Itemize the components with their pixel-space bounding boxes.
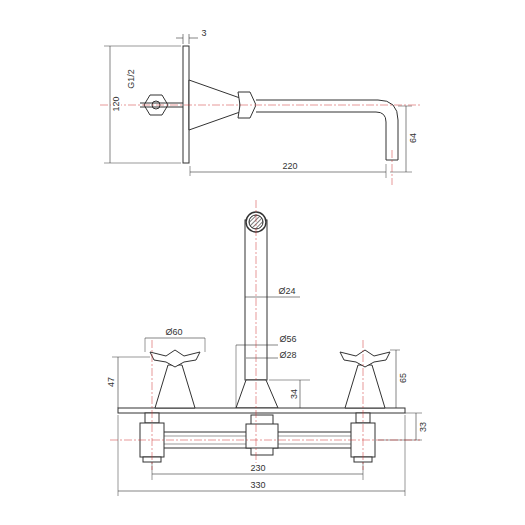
dimension-label: Ø60	[164, 327, 183, 337]
dimension-label: 330	[249, 480, 266, 490]
dimension-label: 3	[200, 28, 207, 38]
dimension-label: 34	[289, 388, 299, 400]
dimension-label: 220	[281, 161, 298, 171]
dimension-label: G1/2	[126, 68, 136, 90]
dimension-label: 64	[408, 132, 418, 144]
dimension-label: Ø56	[278, 334, 297, 344]
dimension-label: Ø24	[277, 286, 296, 296]
dimension-label: 230	[249, 463, 266, 473]
dimension-label: 33	[418, 421, 428, 433]
dimension-label: 47	[106, 376, 116, 388]
dimension-label: Ø28	[278, 350, 297, 360]
dimension-label: 120	[111, 95, 121, 112]
dimension-label: 65	[398, 372, 408, 384]
